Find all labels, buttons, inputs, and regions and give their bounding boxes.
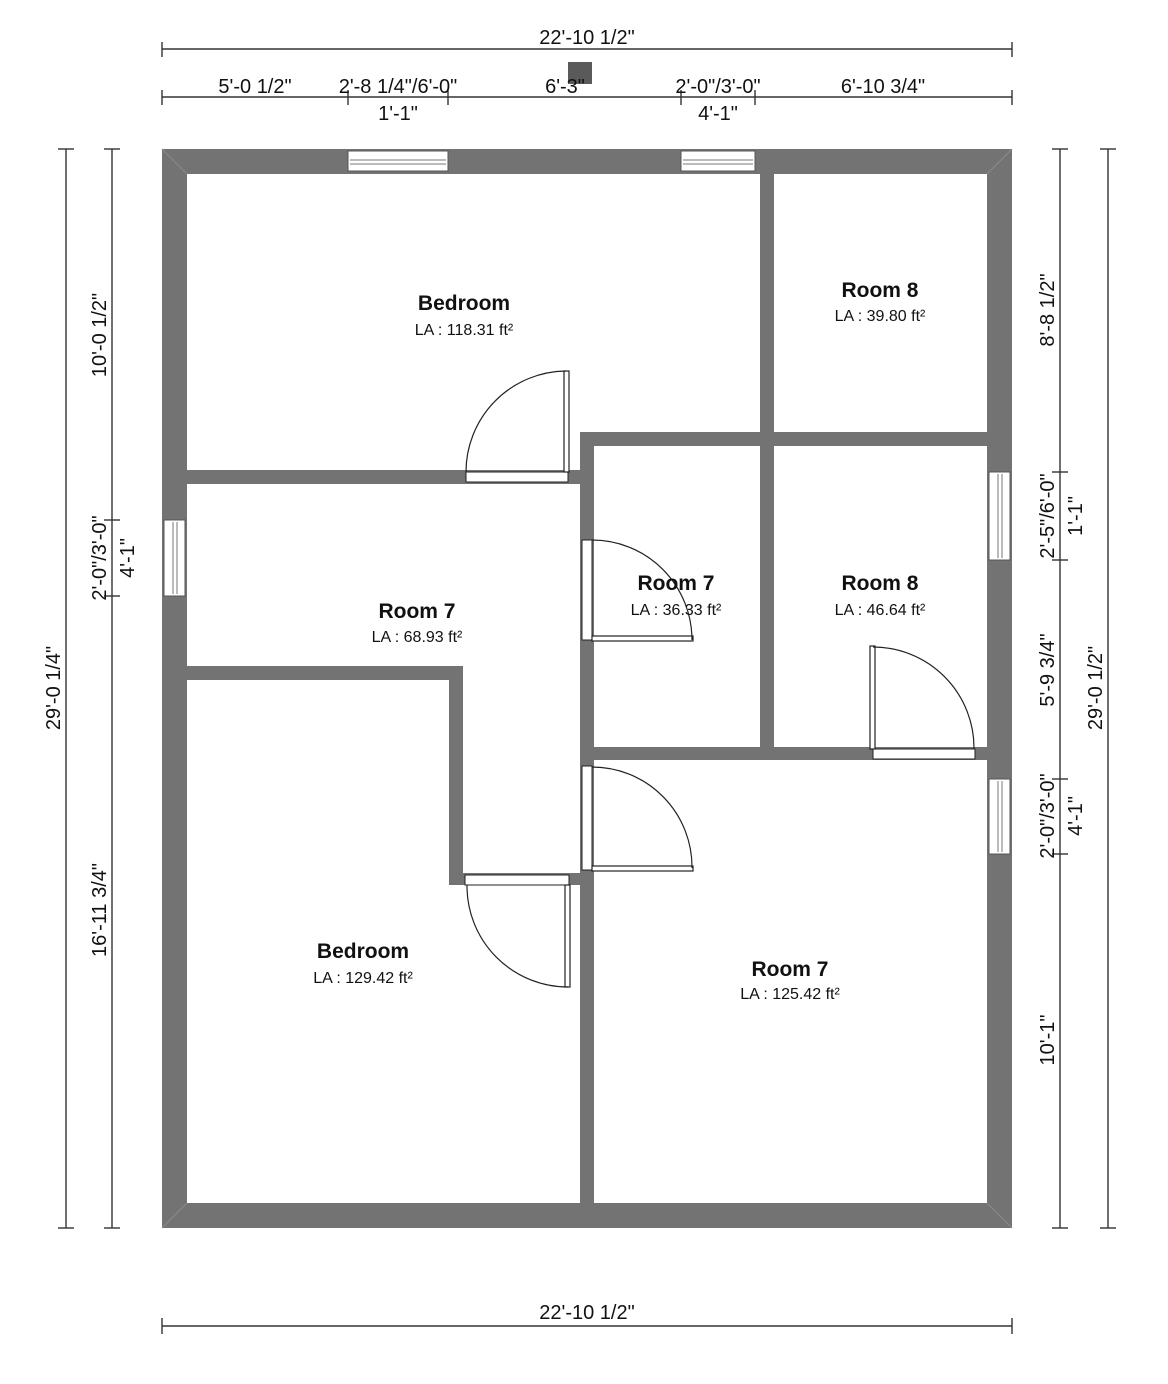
window-top-left: [347, 150, 449, 172]
room-name: Room 7: [637, 572, 714, 595]
window-right-upper: [988, 471, 1011, 561]
dim-left-3: 16'-11 3/4": [89, 863, 111, 957]
door-room-8: [869, 645, 976, 760]
dim-left-total: 29'-0 1/4": [43, 646, 65, 730]
room-name: Room 7: [378, 600, 455, 623]
dim-right-1: 8'-8 1/2": [1037, 273, 1059, 346]
room-name: Room 7: [751, 958, 828, 981]
dim-right-4: 2'-0"/3'-0": [1037, 773, 1059, 858]
outer-wall-left: [162, 149, 187, 1228]
room-area: LA : 36.33 ft²: [631, 602, 722, 619]
wall-corner-lines: [161, 148, 1013, 1229]
room-name: Room 8: [841, 279, 918, 302]
window-top-right: [680, 150, 756, 172]
room-area: LA : 46.64 ft²: [835, 602, 926, 619]
dim-left-2-sub: 4'-1": [117, 538, 139, 578]
room-name: Bedroom: [317, 940, 409, 963]
dim-bottom-total: 22'-10 1/2": [539, 1302, 634, 1324]
door-lower-bedroom: [464, 874, 571, 988]
marker-icon: [568, 62, 592, 84]
room-area: LA : 118.31 ft²: [415, 322, 514, 339]
room-area: LA : 39.80 ft²: [835, 308, 926, 325]
dim-top-2: 2'-8 1/4"/6'-0": [339, 76, 458, 98]
room-bedroom-upper: Bedroom LA : 118.31 ft²: [415, 292, 514, 339]
dim-right-5: 10'-1": [1037, 1015, 1059, 1066]
dim-left-2: 2'-0"/3'-0": [89, 515, 111, 600]
room-area: LA : 125.42 ft²: [740, 986, 840, 1003]
outer-wall-right: [987, 149, 1012, 1228]
outer-wall-top: [162, 149, 1012, 174]
dim-left-1: 10'-0 1/2": [89, 293, 111, 377]
room-7-hall: Room 7 LA : 68.93 ft²: [372, 600, 463, 646]
room-name: Room 8: [841, 572, 918, 595]
dim-top-5: 6'-10 3/4": [841, 76, 925, 98]
room-name: Bedroom: [418, 292, 510, 315]
dim-top-sub-2: 4'-1": [698, 103, 738, 125]
door-small-room-7: [581, 539, 694, 642]
window-right-lower: [988, 778, 1011, 855]
room-area: LA : 129.42 ft²: [313, 970, 413, 987]
dimension-labels: 22'-10 1/2" 5'-0 1/2" 2'-8 1/4"/6'-0" 6'…: [43, 27, 1107, 1324]
wall-lower-bedroom-step: [449, 666, 463, 885]
dim-top-1: 5'-0 1/2": [218, 76, 291, 98]
room-8-lower: Room 8 LA : 46.64 ft²: [835, 572, 926, 619]
room-area: LA : 68.93 ft²: [372, 629, 463, 646]
window-left: [163, 519, 186, 597]
wall-h-432: [580, 432, 987, 446]
dim-right-4-sub: 4'-1": [1065, 796, 1087, 836]
door-upper-bedroom: [465, 370, 570, 483]
dim-right-2-sub: 1'-1": [1065, 496, 1087, 536]
wall-vertical-762: [760, 174, 774, 749]
dim-right-2: 2'-5"/6'-0": [1037, 473, 1059, 558]
room-labels: Bedroom LA : 118.31 ft² Room 8 LA : 39.8…: [313, 279, 926, 1003]
dimension-lines: [58, 42, 1116, 1334]
dim-top-3: 6'-3": [545, 76, 585, 98]
outer-wall-bottom: [162, 1203, 1012, 1228]
room-7-small: Room 7 LA : 36.33 ft²: [631, 572, 722, 619]
windows: [163, 150, 1011, 855]
dim-right-total: 29'-0 1/2": [1085, 646, 1107, 730]
door-large-room-7: [581, 765, 694, 872]
room-8-upper: Room 8 LA : 39.80 ft²: [835, 279, 926, 325]
dim-top-4: 2'-0"/3'-0": [675, 76, 760, 98]
room-7-large: Room 7 LA : 125.42 ft²: [740, 958, 840, 1003]
room-bedroom-lower: Bedroom LA : 129.42 ft²: [313, 940, 413, 987]
dim-top-total: 22'-10 1/2": [539, 27, 634, 49]
wall-lower-bedroom-top: [187, 666, 463, 680]
doors: [464, 370, 976, 988]
dim-right-3: 5'-9 3/4": [1037, 633, 1059, 706]
dim-top-sub-1: 1'-1": [378, 103, 418, 125]
